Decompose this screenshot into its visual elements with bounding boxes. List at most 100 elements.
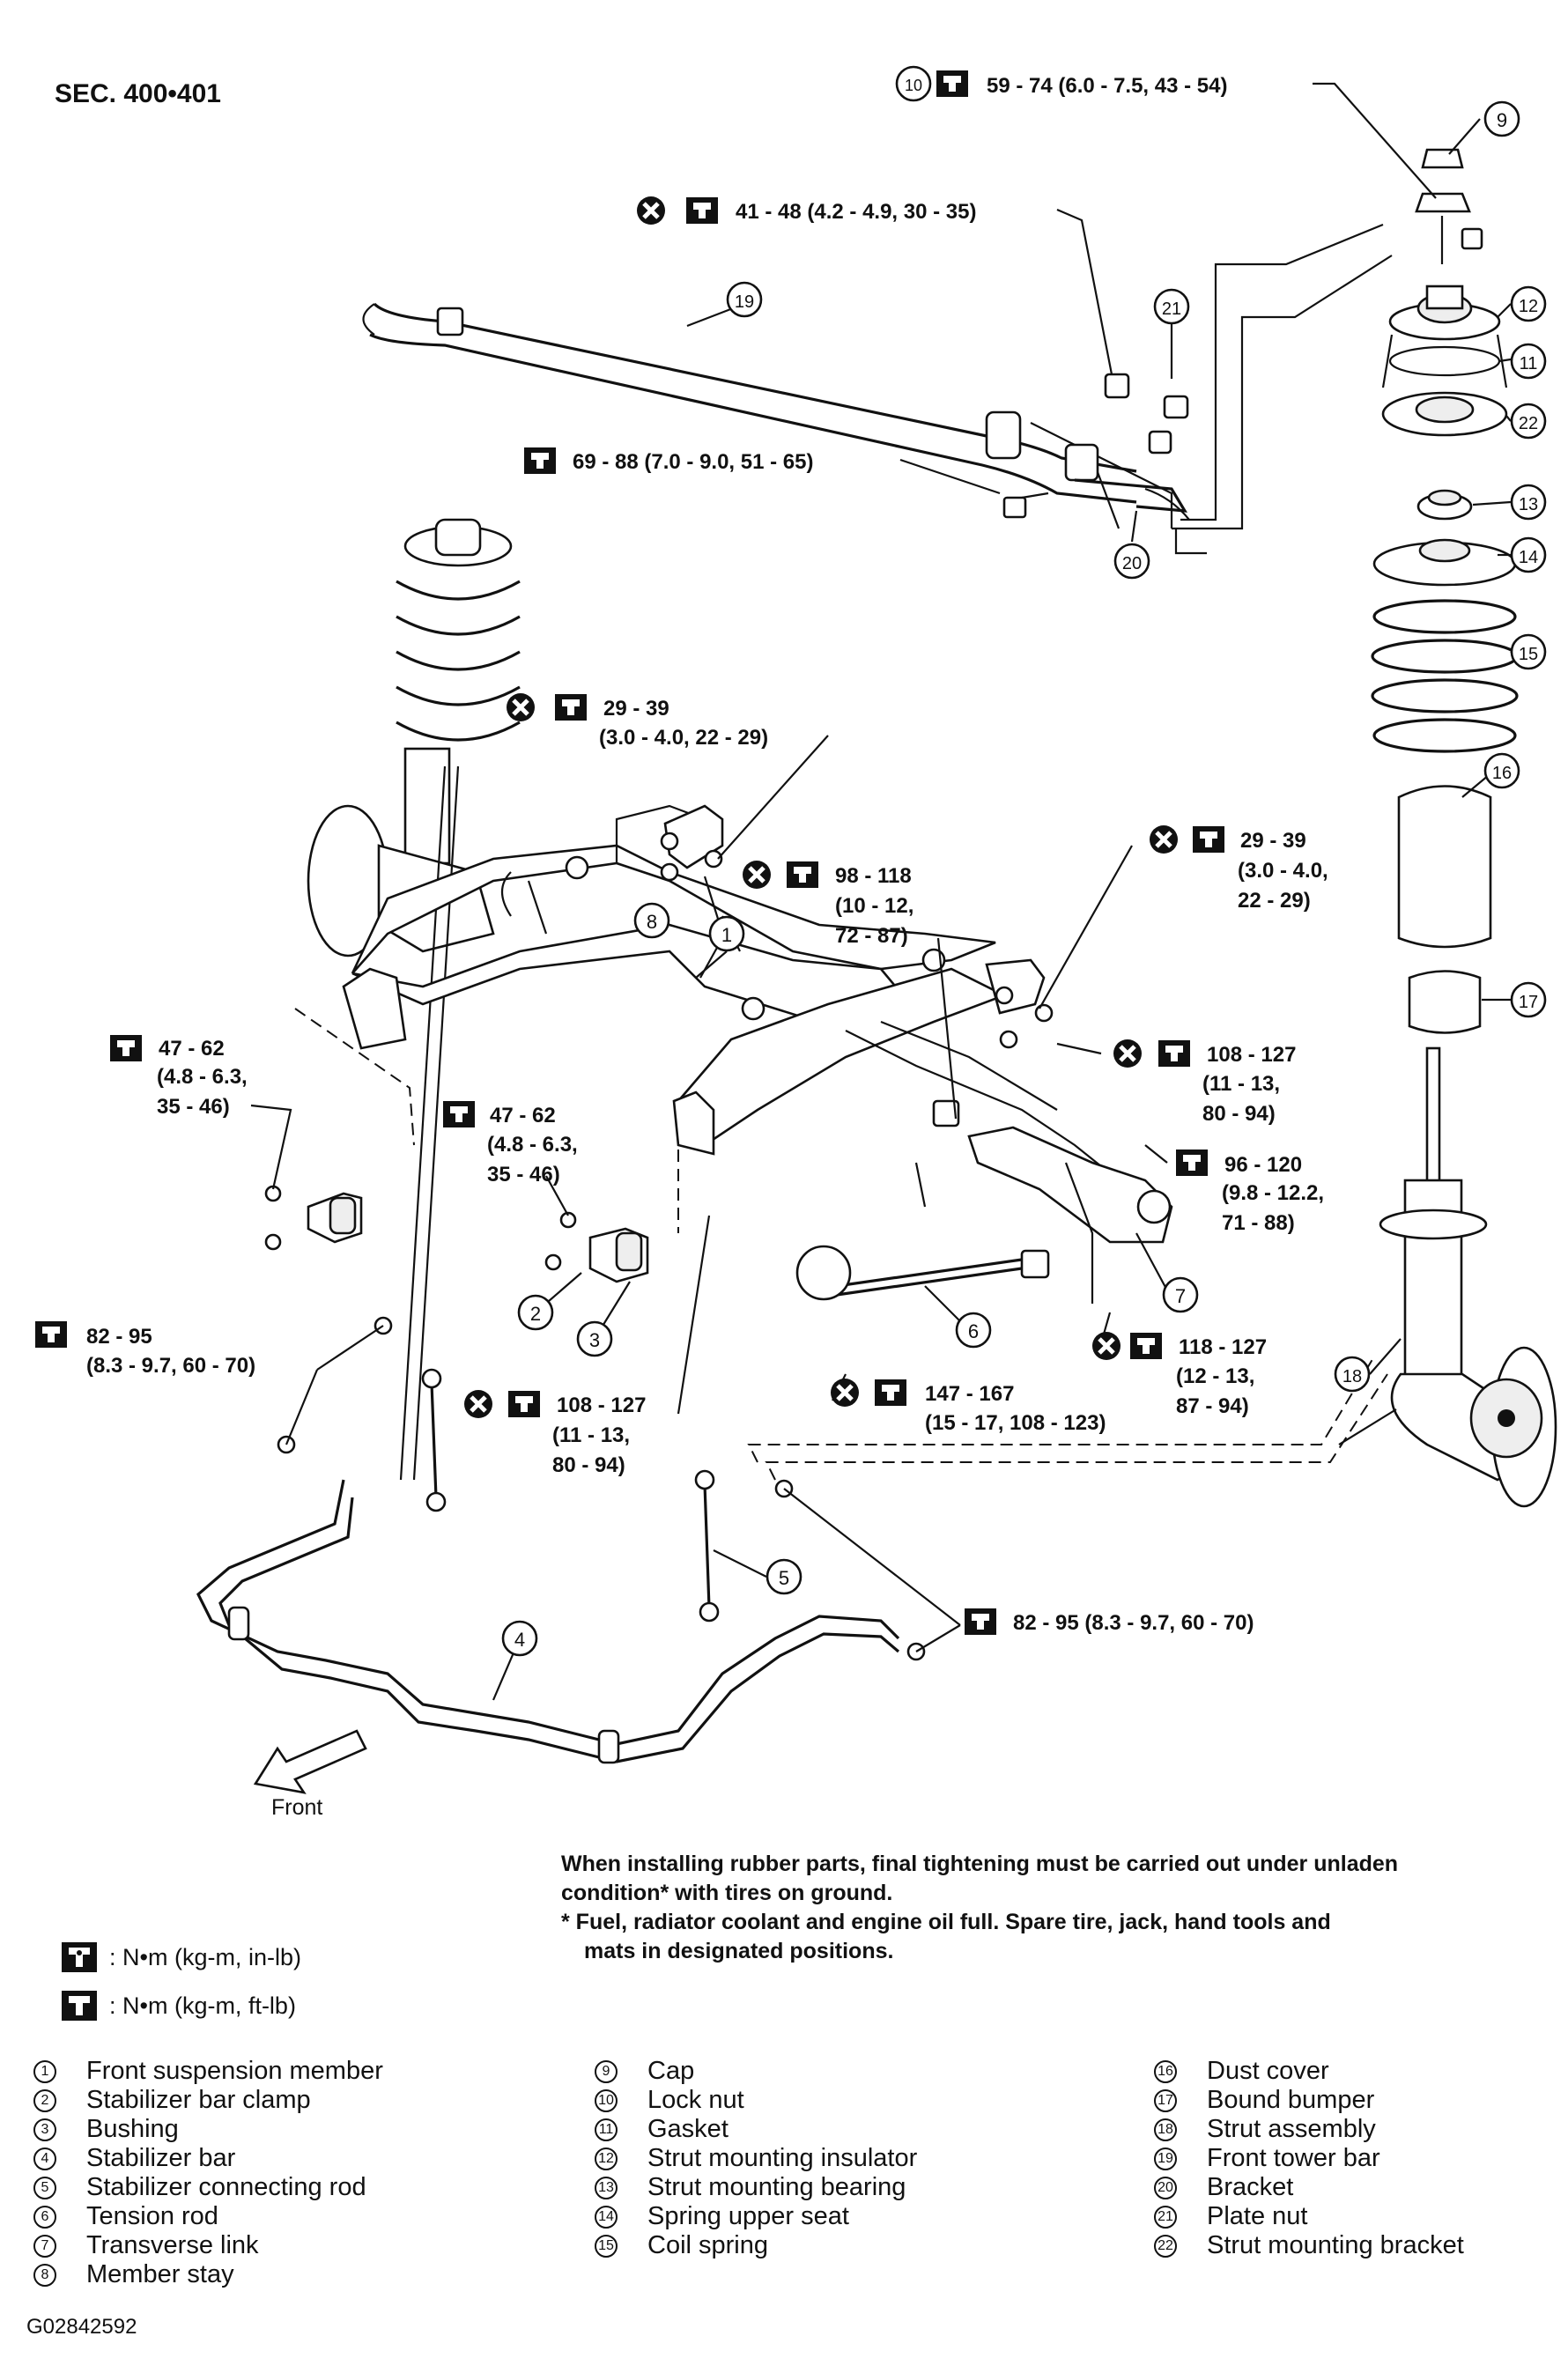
leader-link-left (677, 1215, 711, 1415)
callout-5: 5 (766, 1558, 802, 1595)
svg-text:29 - 39: 29 - 39 (603, 697, 669, 721)
stabilizer-clamp-right (544, 1211, 649, 1283)
svg-text:(15 - 17, 108 - 123): (15 - 17, 108 - 123) (925, 1411, 1106, 1435)
torque-wrench-icon (1193, 826, 1224, 853)
svg-text:11: 11 (1520, 354, 1538, 373)
leader-tower-3 (1174, 529, 1207, 555)
callout-17: 17 (1510, 981, 1547, 1018)
svg-text:20: 20 (1122, 554, 1142, 573)
figure-id: G02842592 (26, 2315, 137, 2339)
front-tower-bar (362, 302, 1190, 529)
torque-spec-ball-joint: 96 - 120 (9.8 - 12.2, 71 - 88) (1176, 1150, 1324, 1235)
alignment-line-strut-2 (765, 1373, 1388, 1481)
leader-tower-2 (1180, 223, 1384, 521)
svg-text:21: 21 (1162, 299, 1181, 319)
svg-text:41 - 48 (4.2 - 4.9, 30 - 35): 41 - 48 (4.2 - 4.9, 30 - 35) (736, 200, 976, 224)
torque-wrench-icon (555, 694, 587, 721)
unit-legend-ft-lb: : N•m (kg-m, ft-lb) (62, 1991, 296, 2021)
unit-ft-lb-label: : N•m (kg-m, ft-lb) (109, 1992, 296, 2019)
leader-ball (1144, 1144, 1168, 1164)
torque-wrench-icon (965, 1608, 996, 1635)
leader-clamp-right (545, 1175, 569, 1216)
torque-wrench-icon (686, 197, 718, 224)
callout-13: 13 (1510, 484, 1547, 521)
leader-c18 (1369, 1338, 1402, 1375)
torque-wrench-icon (787, 861, 818, 888)
svg-text:(12 - 13,: (12 - 13, (1176, 1364, 1254, 1388)
callout-18: 18 (1334, 1356, 1371, 1393)
svg-text:108 - 127: 108 - 127 (1207, 1043, 1296, 1067)
stabilizer-clamp-left (264, 1185, 363, 1251)
leader-c11 (1498, 358, 1512, 363)
torque-spec-plate-nut: 41 - 48 (4.2 - 4.9, 30 - 35) (637, 196, 976, 225)
svg-text:8: 8 (647, 911, 657, 933)
do-not-reuse-icon (637, 196, 665, 225)
svg-text:47 - 62: 47 - 62 (490, 1104, 556, 1127)
torque-wrench-icon (35, 1321, 67, 1348)
do-not-reuse-icon (507, 693, 535, 721)
callout-20: 20 (1113, 543, 1150, 580)
front-label: Front (271, 1795, 322, 1820)
torque-spec-stay-left: 29 - 39 (3.0 - 4.0, 22 - 29) (507, 693, 768, 750)
callout-6: 6 (955, 1312, 992, 1349)
leader-c1-b (695, 950, 728, 979)
svg-text:(3.0 - 4.0, 22 - 29): (3.0 - 4.0, 22 - 29) (599, 726, 768, 750)
leader-c5 (713, 1549, 767, 1578)
torque-spec-stay-right: 29 - 39 (3.0 - 4.0, 22 - 29) (1150, 825, 1328, 913)
svg-text:13: 13 (1519, 495, 1538, 514)
do-not-reuse-icon (464, 1390, 492, 1418)
svg-text:1: 1 (721, 924, 732, 946)
svg-text:87 - 94): 87 - 94) (1176, 1394, 1249, 1418)
svg-text:82 - 95 (8.3 - 9.7, 60 - 70): 82 - 95 (8.3 - 9.7, 60 - 70) (1013, 1611, 1254, 1635)
svg-text:35 - 46): 35 - 46) (157, 1095, 230, 1119)
tension-rod (795, 1162, 1050, 1301)
torque-wrench-icon (524, 447, 556, 474)
do-not-reuse-icon (1092, 1332, 1121, 1360)
do-not-reuse-icon (1113, 1039, 1142, 1068)
torque-wrench-icon (1176, 1150, 1208, 1176)
strut-stack (1338, 148, 1557, 1508)
torque-spec-transverse: 118 - 127 (12 - 13, 87 - 94) (1092, 1332, 1267, 1418)
torque-wrench-icon (875, 1379, 906, 1406)
svg-text:12: 12 (1519, 297, 1538, 316)
do-not-reuse-icon (831, 1379, 859, 1407)
torque-spec-clamp-right: 47 - 62 (4.8 - 6.3, 35 - 46) (443, 1101, 578, 1186)
bracket (1002, 373, 1189, 519)
torque-wrench-icon (62, 1991, 97, 2021)
svg-text:5: 5 (779, 1567, 789, 1589)
svg-text:69 - 88 (7.0 - 9.0, 51 - 65): 69 - 88 (7.0 - 9.0, 51 - 65) (573, 450, 813, 474)
torque-wrench-icon (508, 1391, 540, 1417)
svg-text:6: 6 (968, 1320, 979, 1342)
alignment-line-strut (747, 1356, 1375, 1463)
callout-8: 8 (633, 902, 670, 939)
svg-text:(10 - 12,: (10 - 12, (835, 894, 913, 918)
installation-note: When installing rubber parts, final tigh… (561, 1850, 1398, 1966)
leader-clamp-left (250, 1104, 292, 1190)
leader-c16 (1461, 774, 1490, 798)
callout-15: 15 (1510, 633, 1547, 670)
svg-text:(9.8 - 12.2,: (9.8 - 12.2, (1222, 1181, 1324, 1205)
svg-text:80 - 94): 80 - 94) (552, 1453, 625, 1477)
svg-text:17: 17 (1519, 993, 1538, 1012)
torque-spec-clamp-left: 47 - 62 (4.8 - 6.3, 35 - 46) (110, 1035, 248, 1119)
svg-text:16: 16 (1492, 764, 1512, 783)
callout-14: 14 (1510, 536, 1547, 573)
torque-spec-link-left: 108 - 127 (11 - 13, 80 - 94) (464, 1390, 646, 1477)
leader-rod-right (783, 1488, 961, 1652)
